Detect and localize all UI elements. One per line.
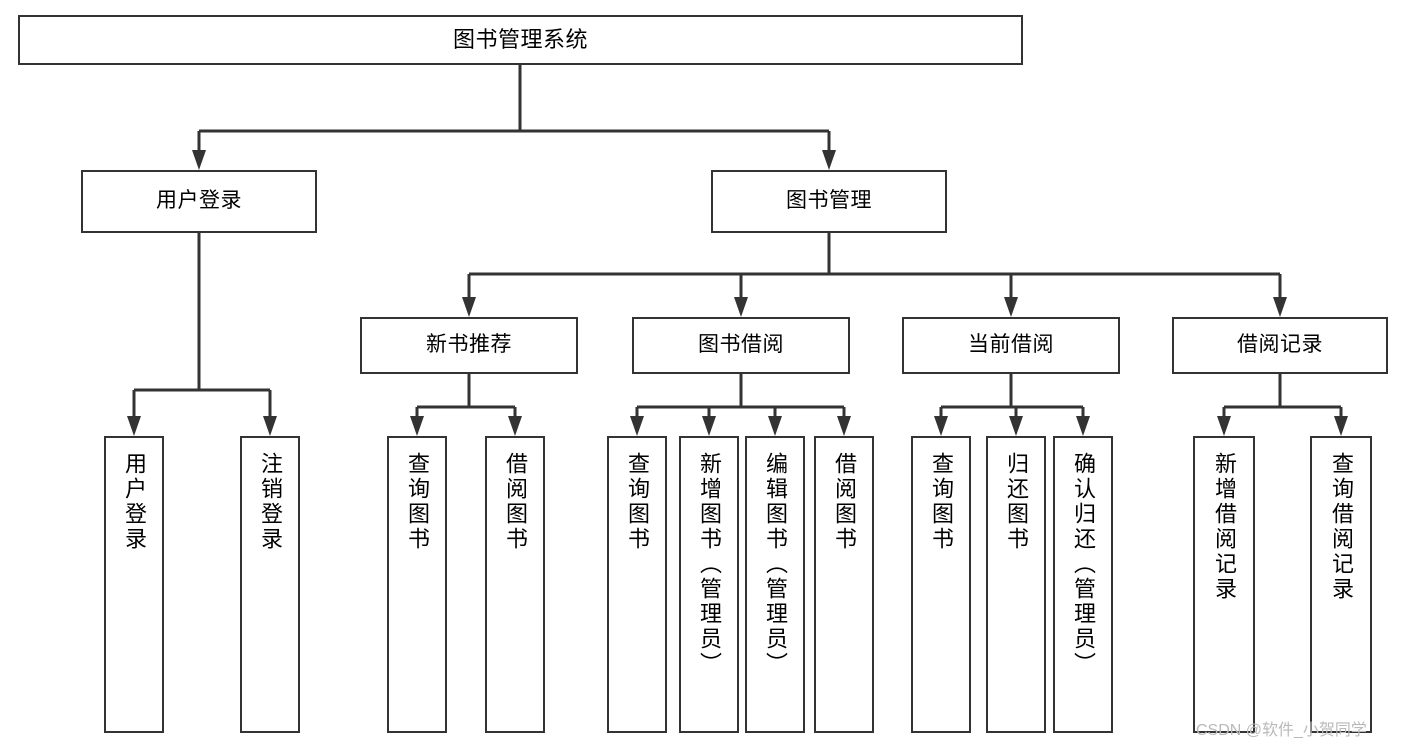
edges-user-login	[127, 233, 277, 436]
node-label: 用户登录	[156, 189, 242, 213]
edge-arrowhead-icon	[192, 150, 206, 170]
edges-book-manage	[462, 233, 1287, 317]
node-leaf-query-3[interactable]: 查询图书	[911, 436, 971, 733]
node-leaf-logout[interactable]: 注销登录	[240, 436, 300, 733]
edges-new-book-rec	[410, 374, 522, 436]
node-label: 图书借阅	[698, 333, 784, 357]
edges-current-borrow	[934, 374, 1090, 436]
node-current-borrow[interactable]: 当前借阅	[902, 317, 1120, 374]
node-label: 新书推荐	[426, 333, 512, 357]
node-label: 图书管理	[786, 189, 872, 213]
node-book-borrow[interactable]: 图书借阅	[632, 317, 850, 374]
node-leaf-query-rec[interactable]: 查询借阅记录	[1310, 436, 1372, 733]
node-borrow-record[interactable]: 借阅记录	[1172, 317, 1388, 374]
node-label: 图书管理系统	[452, 27, 588, 53]
node-leaf-borrow-1[interactable]: 借阅图书	[485, 436, 545, 733]
node-label: 编辑图书（管理员）	[763, 452, 788, 677]
node-leaf-return[interactable]: 归还图书	[986, 436, 1046, 733]
edge-arrowhead-icon	[734, 297, 748, 317]
edge-arrowhead-icon	[934, 416, 948, 436]
node-label: 新增图书（管理员）	[697, 452, 722, 677]
edge-arrowhead-icon	[1273, 297, 1287, 317]
edge-arrowhead-icon	[822, 150, 836, 170]
node-leaf-query-2[interactable]: 查询图书	[607, 436, 667, 733]
edge-arrowhead-icon	[127, 416, 141, 436]
edge-arrowhead-icon	[1076, 416, 1090, 436]
node-leaf-add-book[interactable]: 新增图书（管理员）	[679, 436, 739, 733]
edge-arrowhead-icon	[630, 416, 644, 436]
edge-arrowhead-icon	[462, 297, 476, 317]
node-root[interactable]: 图书管理系统	[18, 15, 1023, 65]
node-label: 归还图书	[1004, 452, 1029, 552]
edge-arrowhead-icon	[837, 416, 851, 436]
node-label: 注销登录	[258, 452, 283, 552]
node-leaf-login[interactable]: 用户登录	[104, 436, 164, 733]
node-leaf-add-rec[interactable]: 新增借阅记录	[1193, 436, 1255, 733]
node-label: 查询图书	[405, 452, 430, 552]
edge-arrowhead-icon	[768, 416, 782, 436]
edge-arrowhead-icon	[1334, 416, 1348, 436]
node-leaf-confirm[interactable]: 确认归还（管理员）	[1053, 436, 1113, 733]
watermark-text: CSDN @软件_小贺同学	[1196, 722, 1367, 739]
edge-arrowhead-icon	[1004, 297, 1018, 317]
edge-arrowhead-icon	[1009, 416, 1023, 436]
node-label: 用户登录	[122, 452, 147, 552]
node-leaf-edit-book[interactable]: 编辑图书（管理员）	[745, 436, 805, 733]
edge-arrowhead-icon	[508, 416, 522, 436]
node-label: 查询图书	[625, 452, 650, 552]
node-label: 查询借阅记录	[1329, 452, 1354, 602]
node-label: 查询图书	[929, 452, 954, 552]
edges-root	[192, 65, 836, 170]
node-label: 当前借阅	[968, 333, 1054, 357]
edges-book-borrow	[630, 374, 851, 436]
node-label: 借阅图书	[832, 452, 857, 552]
node-leaf-query-1[interactable]: 查询图书	[387, 436, 447, 733]
node-label: 新增借阅记录	[1212, 452, 1237, 602]
edge-arrowhead-icon	[702, 416, 716, 436]
edge-arrowhead-icon	[263, 416, 277, 436]
node-leaf-borrow-2[interactable]: 借阅图书	[814, 436, 874, 733]
node-label: 确认归还（管理员）	[1071, 452, 1096, 677]
edge-arrowhead-icon	[410, 416, 424, 436]
edges-borrow-record	[1217, 374, 1348, 436]
node-user-login[interactable]: 用户登录	[81, 170, 317, 233]
node-new-book-rec[interactable]: 新书推荐	[360, 317, 578, 374]
edge-arrowhead-icon	[1217, 416, 1231, 436]
node-book-manage[interactable]: 图书管理	[711, 170, 947, 233]
node-label: 借阅图书	[503, 452, 528, 552]
node-label: 借阅记录	[1237, 333, 1323, 357]
